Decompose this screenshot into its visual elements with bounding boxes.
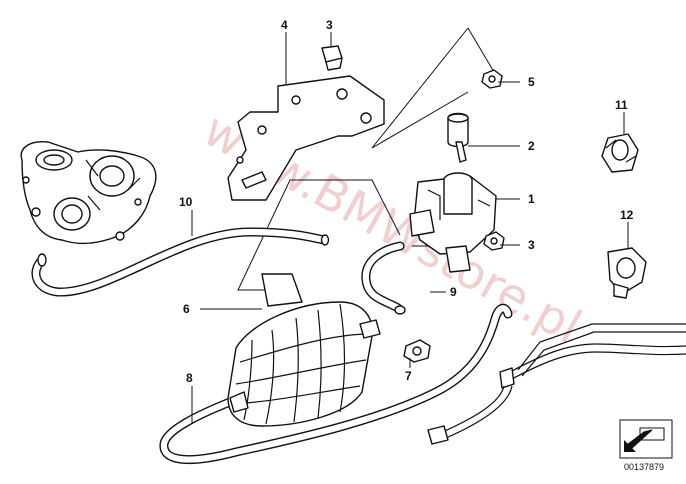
- vacuum-line-dashes: [237, 27, 495, 291]
- pressure-converter-1: [409, 172, 497, 273]
- hose-10: [31, 227, 330, 297]
- callout-2: 2: [528, 139, 535, 153]
- callout-6: 6: [183, 302, 190, 316]
- hose-clip-11: [601, 133, 639, 173]
- vacuum-pipe-right: [427, 323, 686, 445]
- callout-1: 1: [528, 192, 535, 206]
- leader-lines: [191, 32, 629, 424]
- callout-3: 3: [528, 238, 535, 252]
- callout-7: 7: [405, 369, 412, 383]
- hose-9: [361, 241, 406, 315]
- hose-clip-12: [607, 247, 647, 299]
- nut-7: [403, 339, 431, 363]
- callout-9: 9: [450, 285, 457, 299]
- nav-icon[interactable]: [619, 419, 673, 459]
- bracket-4: [227, 75, 385, 201]
- diagram-number: 00137879: [624, 462, 664, 472]
- callout-11: 11: [615, 98, 628, 112]
- arrow-icon: [624, 427, 665, 452]
- callout-8: 8: [186, 371, 193, 385]
- callout-3: 3: [326, 18, 333, 32]
- callouts: 1 2 3 3 4 5 6 7 8 9 10 11 12: [179, 18, 634, 385]
- turbocharger: [20, 141, 157, 245]
- callout-4: 4: [281, 18, 288, 32]
- nut-3-top: [321, 45, 343, 71]
- callout-5: 5: [528, 75, 535, 89]
- callout-10: 10: [179, 195, 193, 209]
- nut-3-right: [483, 231, 505, 251]
- vacuum-reservoir-6: [227, 273, 381, 427]
- filter-2: [447, 112, 469, 163]
- callout-12: 12: [620, 208, 634, 222]
- nut-5: [481, 69, 503, 89]
- hose-8: [159, 303, 513, 465]
